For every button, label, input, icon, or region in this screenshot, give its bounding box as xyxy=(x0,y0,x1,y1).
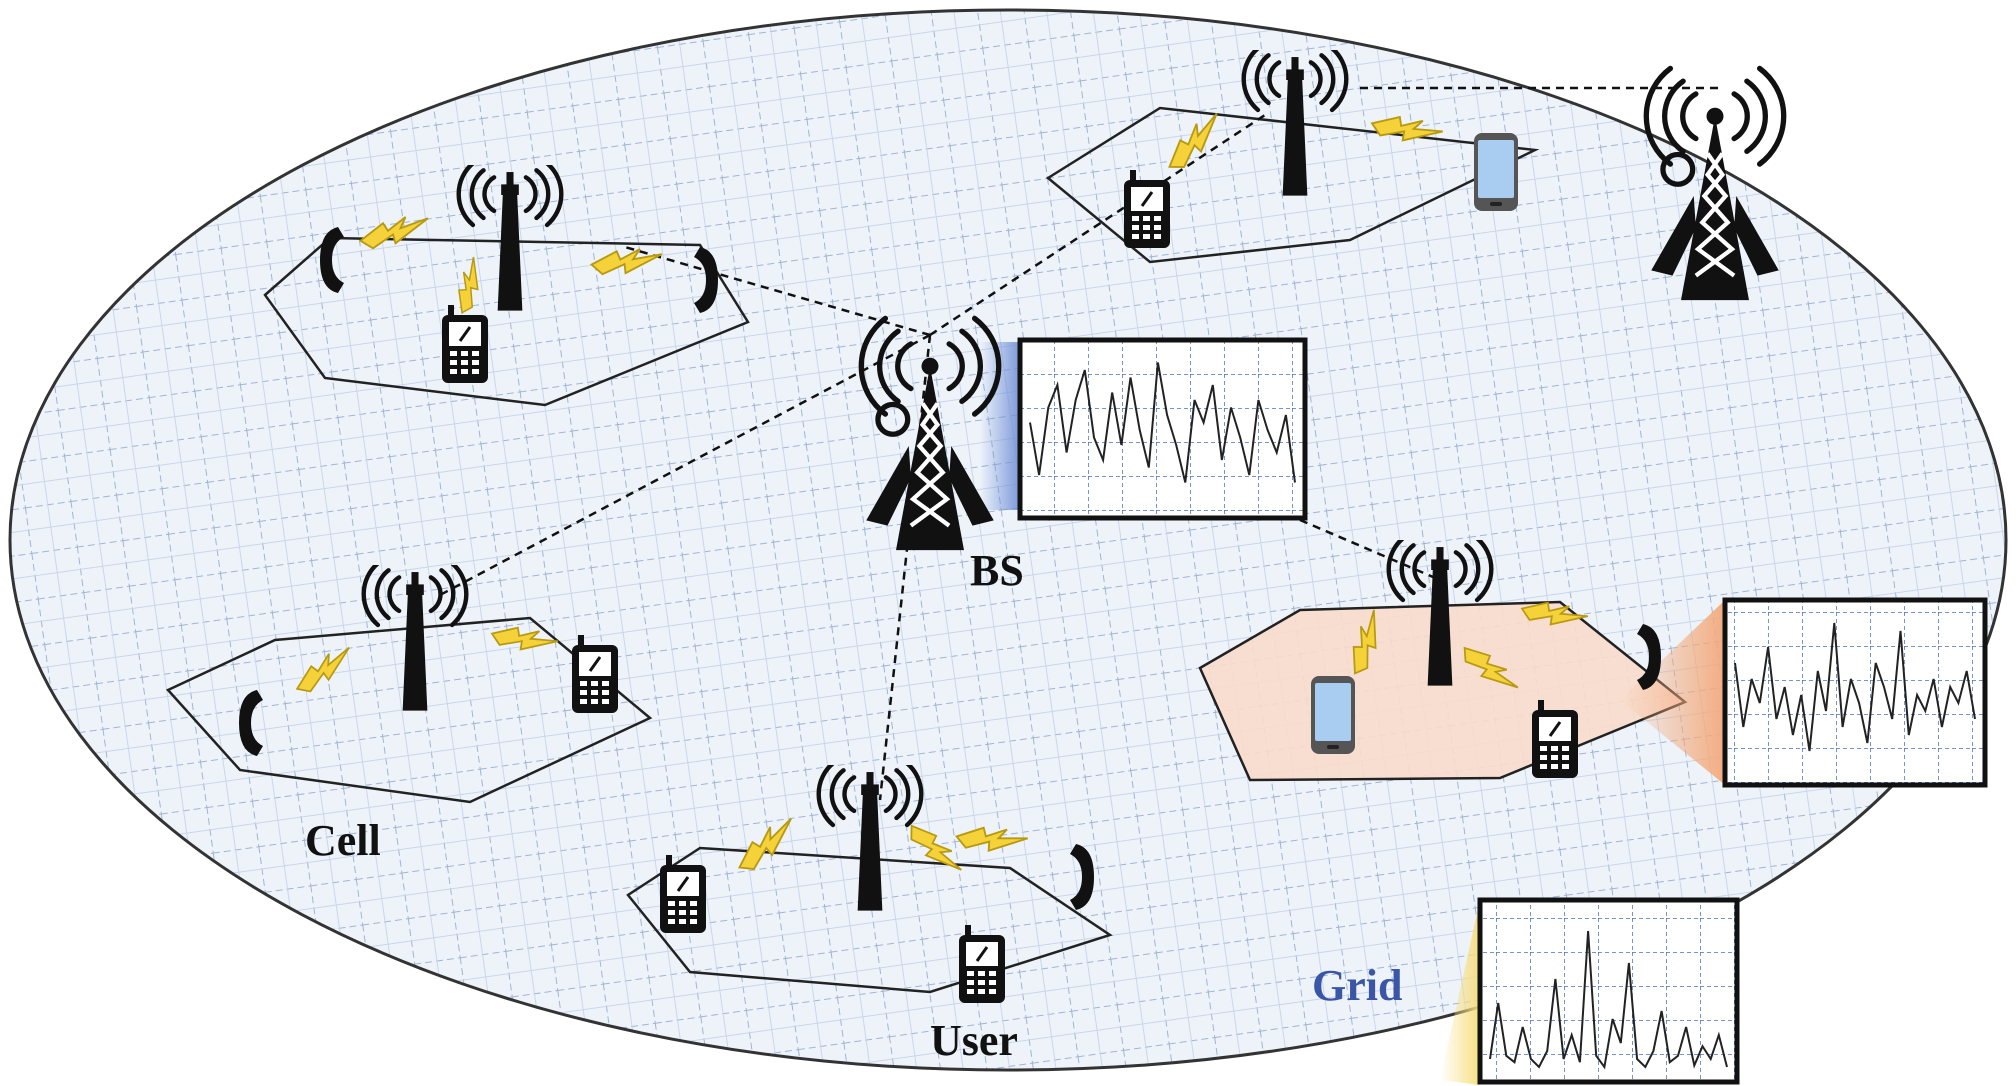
smartphone-icon xyxy=(1311,676,1355,754)
walkie-talkie-icon xyxy=(440,305,490,385)
cell-bottom xyxy=(626,846,1113,994)
walkie-talkie-icon xyxy=(1122,170,1172,250)
walkie-talkie-icon xyxy=(658,855,708,935)
bs-label: BS xyxy=(970,546,1024,595)
bs-signal-trace xyxy=(1029,362,1296,483)
walkie-talkie-icon xyxy=(570,635,620,715)
grid-label: Grid xyxy=(1312,961,1402,1010)
bs-glow xyxy=(980,342,1022,510)
cell-label: Cell xyxy=(305,816,381,865)
walkie-talkie-icon xyxy=(1530,700,1580,780)
smartphone-icon xyxy=(1474,133,1518,211)
walkie-talkie-icon xyxy=(957,925,1007,1005)
bs-signal-panel xyxy=(1017,337,1308,521)
user-label: User xyxy=(930,1016,1018,1065)
grid-signal-trace xyxy=(1489,930,1728,1070)
cell-mid-left xyxy=(165,616,653,804)
grid-glow xyxy=(1440,900,1480,1085)
cell-signal-trace xyxy=(1734,622,1976,752)
cell-signal-panel xyxy=(1722,597,1988,788)
grid-signal-panel xyxy=(1477,897,1740,1085)
cell-glow xyxy=(1620,600,1725,785)
